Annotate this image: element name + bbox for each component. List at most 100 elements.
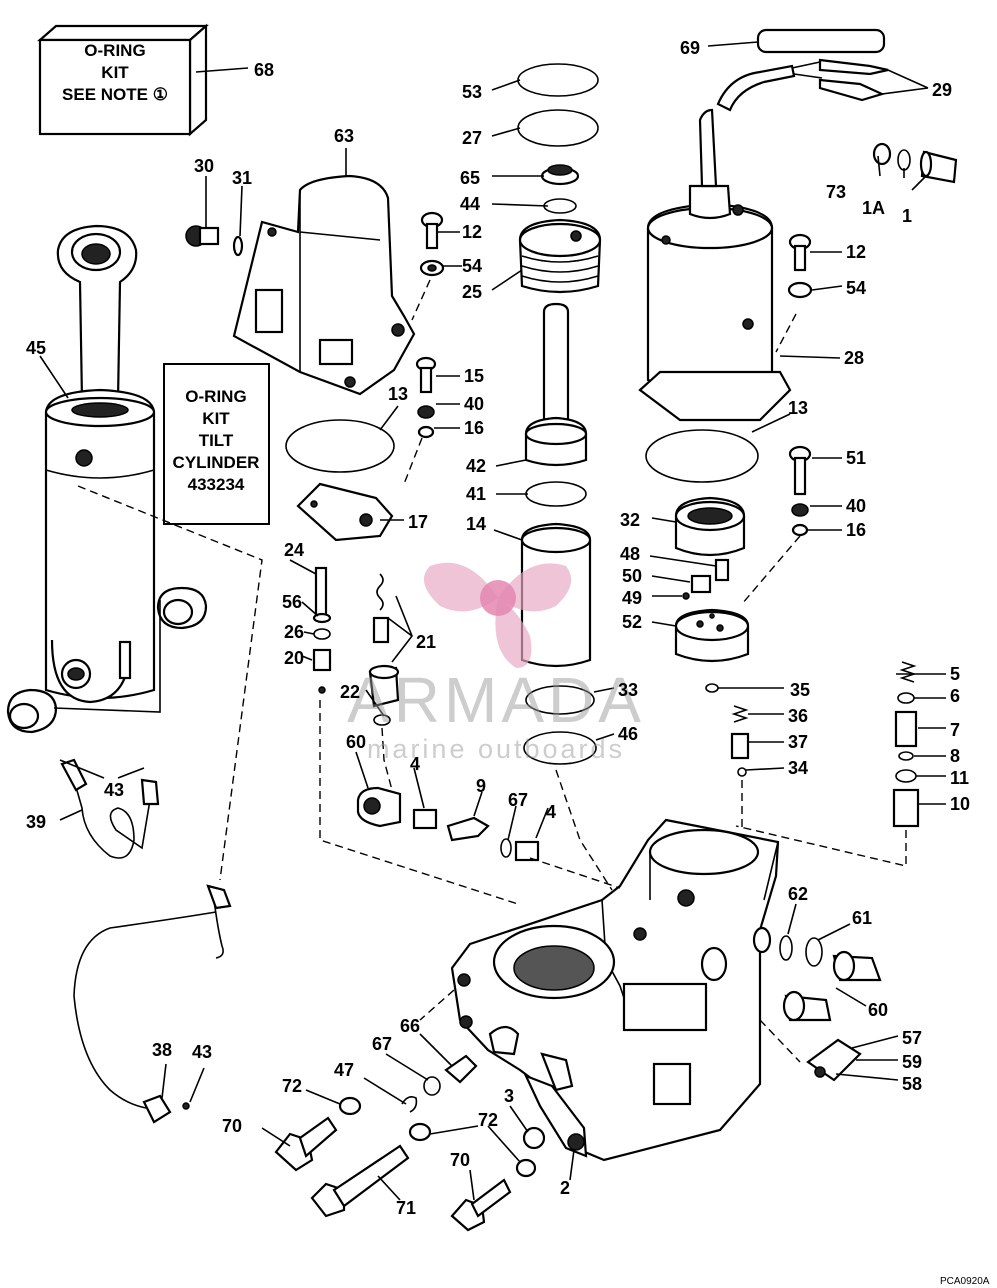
callout-58: 58 xyxy=(902,1074,922,1094)
callout-65: 65 xyxy=(460,168,480,188)
plugs-right-drawing xyxy=(779,935,882,1082)
valve-parts-right-drawing xyxy=(705,661,920,828)
o-rings-33-46 xyxy=(523,685,597,765)
oring-kit-note-box: O-RING KIT SEE NOTE ① xyxy=(37,23,209,137)
screws-washers-right xyxy=(787,233,813,537)
kit-note-line-2: KIT xyxy=(101,63,129,82)
callout-54-center: 54 xyxy=(462,256,482,276)
cover-plate-17-drawing xyxy=(296,482,394,542)
callout-72-left: 72 xyxy=(282,1076,302,1096)
callout-labels: 68 69 29 53 27 65 44 12 54 25 30 31 63 7… xyxy=(26,38,970,1218)
callout-5: 5 xyxy=(950,664,960,684)
callout-40-center: 40 xyxy=(464,394,484,414)
callout-43-lower: 43 xyxy=(192,1042,212,1062)
callout-59: 59 xyxy=(902,1052,922,1072)
valve-body-52-drawing xyxy=(674,496,750,663)
watermark-tagline: marine outboards xyxy=(367,734,625,764)
footer-code: PCA0920A xyxy=(940,1276,990,1287)
callout-26: 26 xyxy=(284,622,304,642)
fitting-1-drawing xyxy=(872,142,958,184)
callout-70-left: 70 xyxy=(222,1116,242,1136)
callout-46: 46 xyxy=(618,724,638,744)
tilt-kit-line-1: O-RING xyxy=(185,387,246,406)
callout-38: 38 xyxy=(152,1040,172,1060)
watermark-brand: ARMADA xyxy=(347,664,645,736)
callout-13-left: 13 xyxy=(388,384,408,404)
callout-33: 33 xyxy=(618,680,638,700)
callout-27: 27 xyxy=(462,128,482,148)
callout-34: 34 xyxy=(788,758,808,778)
fitting-30-drawing xyxy=(185,225,244,257)
tilt-cylinder-drawing xyxy=(44,224,156,704)
callout-31: 31 xyxy=(232,168,252,188)
hydraulic-tubes-drawing xyxy=(60,758,232,1124)
callout-56: 56 xyxy=(282,592,302,612)
tilt-kit-line-5: 433234 xyxy=(188,475,245,494)
callout-60-left: 60 xyxy=(346,732,366,752)
callout-72-right: 72 xyxy=(478,1110,498,1130)
callout-52: 52 xyxy=(622,612,642,632)
callout-17: 17 xyxy=(408,512,428,532)
callout-21: 21 xyxy=(416,632,436,652)
callout-15: 15 xyxy=(464,366,484,386)
callout-71: 71 xyxy=(396,1198,416,1218)
callout-36: 36 xyxy=(788,706,808,726)
callout-40-right: 40 xyxy=(846,496,866,516)
callout-11: 11 xyxy=(950,768,969,788)
callout-44: 44 xyxy=(460,194,480,214)
callout-73: 73 xyxy=(826,182,846,202)
callout-62: 62 xyxy=(788,884,808,904)
callout-4-right: 4 xyxy=(546,802,556,822)
callout-9: 9 xyxy=(476,776,486,796)
manifold-cover-drawing xyxy=(232,174,416,396)
callout-69: 69 xyxy=(680,38,700,58)
callout-22: 22 xyxy=(340,682,360,702)
callout-39: 39 xyxy=(26,812,46,832)
piston-25-drawing xyxy=(518,218,602,294)
callout-4-left: 4 xyxy=(410,754,420,774)
pump-body-drawing xyxy=(450,818,780,1162)
screws-washers-center xyxy=(415,211,445,439)
callout-2: 2 xyxy=(560,1178,570,1198)
callout-32: 32 xyxy=(620,510,640,530)
kit-note-line-3: SEE NOTE ① xyxy=(62,85,168,104)
tilt-cylinder-kit-box: O-RING KIT TILT CYLINDER 433234 xyxy=(163,363,270,525)
callout-54-right: 54 xyxy=(846,278,866,298)
callout-30: 30 xyxy=(194,156,214,176)
callout-7: 7 xyxy=(950,720,960,740)
fittings-lower-left-drawing xyxy=(338,1054,546,1178)
callout-12-center: 12 xyxy=(462,222,482,242)
callout-45: 45 xyxy=(26,338,46,358)
callout-43-upper: 43 xyxy=(104,780,124,800)
callout-67-lower: 67 xyxy=(372,1034,392,1054)
propeller-logo xyxy=(423,562,572,668)
tilt-kit-line-3: TILT xyxy=(199,431,234,450)
callout-3: 3 xyxy=(504,1086,514,1106)
callout-16-center: 16 xyxy=(464,418,484,438)
piston-rod-drawing xyxy=(520,302,592,668)
valve-parts-left-drawing xyxy=(312,566,402,828)
callout-12-right: 12 xyxy=(846,242,866,262)
bushing-drawings xyxy=(6,586,208,734)
callout-28: 28 xyxy=(844,348,864,368)
callout-48: 48 xyxy=(620,544,640,564)
callout-1a: 1A xyxy=(862,198,885,218)
callout-47: 47 xyxy=(334,1060,354,1080)
tilt-kit-line-2: KIT xyxy=(202,409,230,428)
leader-lines xyxy=(39,41,946,1201)
callout-57: 57 xyxy=(902,1028,922,1048)
wire-leads-drawing xyxy=(716,28,889,112)
callout-61: 61 xyxy=(852,908,872,928)
callout-41: 41 xyxy=(466,484,486,504)
callout-70-right: 70 xyxy=(450,1150,470,1170)
callout-50: 50 xyxy=(622,566,642,586)
pump-motor-drawing xyxy=(638,108,792,422)
callout-67-upper: 67 xyxy=(508,790,528,810)
callout-37: 37 xyxy=(788,732,808,752)
o-rings-top-center xyxy=(517,63,599,214)
callout-13-right: 13 xyxy=(788,398,808,418)
tilt-kit-line-4: CYLINDER xyxy=(173,453,260,472)
bolts-drawing xyxy=(274,1073,588,1232)
large-o-rings-13 xyxy=(285,419,759,483)
callout-1: 1 xyxy=(902,206,912,226)
